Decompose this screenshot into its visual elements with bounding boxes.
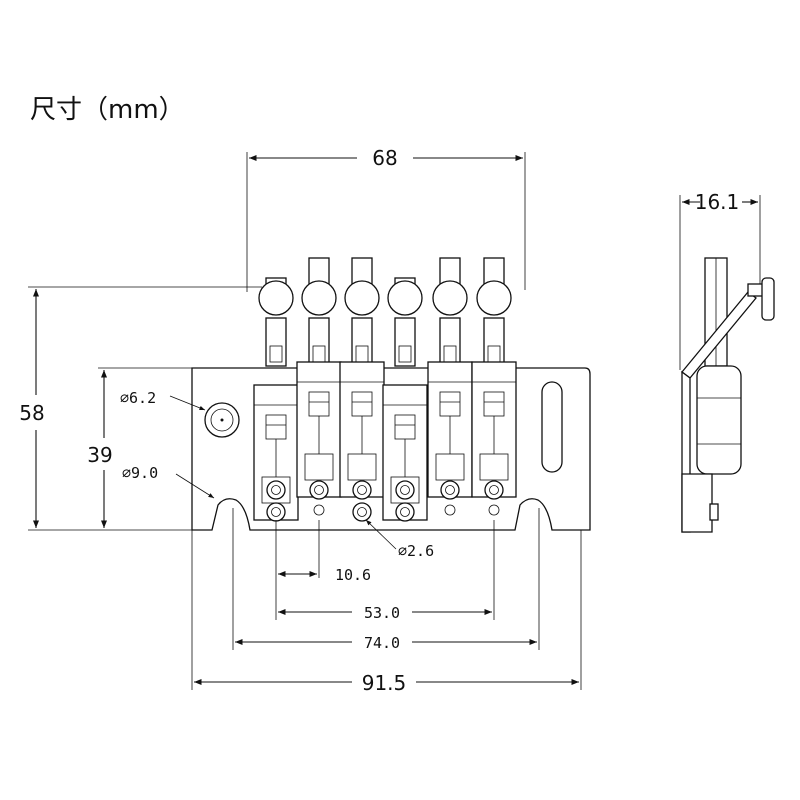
dim-10-6-label: 10.6 [335, 566, 371, 584]
dim-68-label: 68 [372, 146, 397, 170]
side-bolt [709, 503, 719, 521]
dim-string-span: 53.0 [278, 520, 495, 622]
dim-6-2-label: ⌀6.2 [120, 389, 156, 407]
dim-9-0-label: ⌀9.0 [122, 464, 158, 482]
side-view: 16.1 [679, 190, 775, 533]
dim-74-0-label: 74.0 [364, 634, 400, 652]
dim-mount-span: 74.0 [232, 508, 540, 652]
mount-slot-right [541, 381, 563, 473]
dim-total-height: 58 [19, 286, 262, 531]
dim-39-label: 39 [87, 443, 112, 467]
dim-overall-width: 91.5 [191, 530, 582, 695]
side-block [696, 365, 742, 475]
dim-91-5-label: 91.5 [362, 671, 407, 695]
leader-hole: ⌀6.2 [120, 389, 206, 411]
dim-top-width: 68 [246, 146, 526, 292]
saddles [253, 257, 517, 522]
leader-slot: ⌀9.0 [122, 464, 215, 499]
dim-2-6-label: ⌀2.6 [398, 542, 434, 560]
side-knob [761, 277, 775, 321]
leader-pin: ⌀2.6 [365, 519, 434, 560]
front-view [191, 257, 591, 531]
dim-58-label: 58 [19, 401, 44, 425]
page-title: 尺寸（mm） [30, 95, 185, 125]
dim-16-1-label: 16.1 [695, 190, 740, 214]
dim-string-gap: 10.6 [275, 520, 371, 620]
dim-post-height: 39 [87, 367, 192, 528]
dim-53-0-label: 53.0 [364, 604, 400, 622]
